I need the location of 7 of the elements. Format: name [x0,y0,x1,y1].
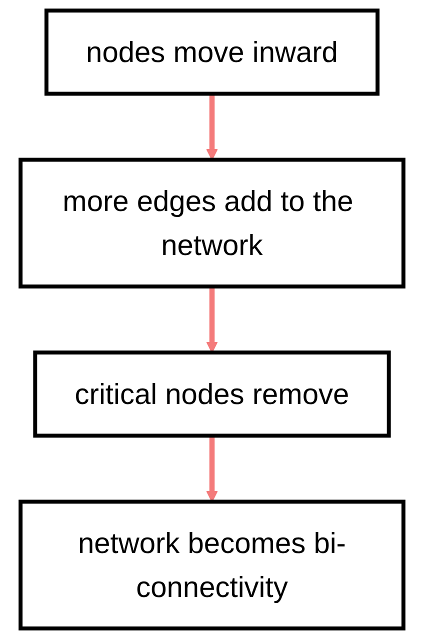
process-box: critical nodes remove [33,350,391,438]
arrow [206,94,218,160]
process-box: more edges add to the network [18,158,406,288]
process-box: network becomes bi-connectivity [18,500,406,630]
arrow [206,286,218,354]
arrow [206,436,218,502]
process-box: nodes move inward [44,8,380,96]
